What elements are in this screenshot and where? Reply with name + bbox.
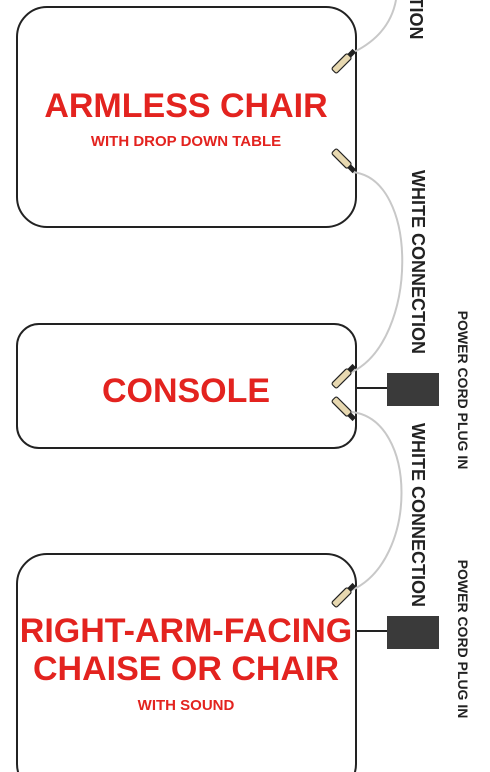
connector-plug [331,396,357,422]
top-connection-label: TION [406,0,426,40]
white-connection-cable-1 [351,171,404,373]
white-connection-label-2: WHITE CONNECTION [408,423,428,607]
armless-chair-box [16,6,357,228]
chaise-subtitle: WITH SOUND [138,697,235,714]
power-cord-label-2: POWER CORD PLUG IN [455,560,471,719]
chaise-title-line-2: CHAISE OR CHAIR [33,650,339,688]
power-plug-2 [387,616,439,649]
connector-plug [331,582,357,608]
white-connection-cable-2 [351,411,403,591]
top-cable [353,0,397,53]
connector-plug [331,48,357,74]
connector-plug [331,363,357,389]
chaise-box [16,553,357,772]
power-plug-1 [387,373,439,406]
armless-chair-subtitle: WITH DROP DOWN TABLE [91,133,281,150]
console-box [16,323,357,449]
white-connection-label-1: WHITE CONNECTION [408,170,428,354]
console-title: CONSOLE [102,372,270,410]
power-cord-label-1: POWER CORD PLUG IN [455,311,471,470]
connector-plug [331,148,357,174]
chaise-title-line-1: RIGHT-ARM-FACING [20,612,352,650]
armless-chair-title: ARMLESS CHAIR [44,87,327,125]
